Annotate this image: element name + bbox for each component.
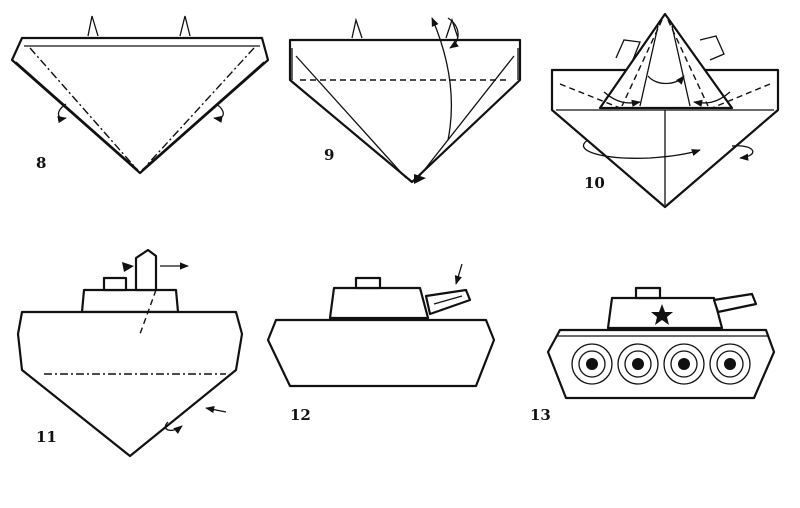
step-11-hatch — [102, 276, 128, 292]
step-13-wheel-3 — [663, 343, 705, 385]
step-9-diagram: 9 — [288, 17, 522, 184]
step-10-right-loop-arrow — [731, 145, 754, 161]
step-9-right-tab — [445, 17, 459, 39]
step-10-right-ear — [699, 35, 725, 61]
step-9-fold-up-arrow — [431, 17, 453, 141]
step-8-paper-shape — [10, 36, 270, 175]
step-13-star-icon — [651, 304, 673, 325]
step-12-hull — [266, 318, 496, 388]
step-8-left-fold-line — [29, 47, 135, 167]
step-8-right-edge-line — [141, 61, 265, 171]
step-10-left-ear — [615, 39, 641, 63]
step-10-left-fold-arrow — [603, 91, 641, 107]
step-12-turret — [328, 286, 430, 320]
step-11-corner-fold-arrow — [164, 421, 183, 434]
step-11-flap-crease — [139, 289, 157, 335]
step-10-left-dash-fold — [559, 83, 621, 109]
step-9-left-inner-line — [295, 55, 407, 179]
step-8-left-tab — [87, 15, 99, 37]
step-9-label: 9 — [324, 146, 334, 164]
step-11-small-arrow — [122, 262, 134, 272]
step-10-turret-left-dash — [621, 19, 663, 107]
step-13-wheel-4 — [709, 343, 751, 385]
step-11-turret-base — [80, 288, 180, 314]
step-12-diagram: 12 — [266, 263, 496, 424]
step-12-label: 12 — [290, 406, 311, 424]
step-8-left-edge-line — [15, 61, 139, 171]
step-13-hatch — [634, 286, 662, 300]
step-8-label: 8 — [36, 154, 46, 172]
step-10-turret-triangle — [598, 12, 734, 110]
step-11-barrel-flap — [134, 248, 158, 292]
step-10-turret-left-inner — [639, 25, 659, 107]
step-13-wheel-2 — [617, 343, 659, 385]
step-10-right-dash-fold — [711, 83, 771, 109]
step-10-turret-right-inner — [671, 25, 691, 107]
step-9-paper-shape — [288, 38, 522, 184]
step-10-label: 10 — [584, 174, 605, 192]
step-8-left-fold-arrow — [57, 103, 67, 124]
step-10-right-fold-arrow — [693, 91, 731, 107]
step-9-bottom-arrow — [414, 174, 426, 184]
step-8-right-fold-line — [145, 47, 255, 167]
step-12-barrel — [424, 288, 472, 316]
step-13-diagram: 13 — [530, 286, 776, 424]
step-10-turn-arrow — [647, 75, 685, 85]
step-13-barrel — [712, 292, 758, 314]
step-8-right-tab — [179, 15, 191, 37]
step-12-fold-arrow — [454, 263, 463, 285]
step-13-hull — [546, 328, 776, 400]
step-10-turret-right-dash — [667, 19, 709, 107]
step-13-label: 13 — [530, 406, 551, 424]
step-11-label: 11 — [36, 428, 57, 446]
step-10-diagram: 10 — [550, 12, 780, 209]
step-9-right-inner-line — [417, 55, 515, 179]
step-13-wheel-1 — [571, 343, 613, 385]
step-8-right-fold-arrow — [213, 103, 224, 123]
step-12-hatch — [354, 276, 382, 290]
step-9-left-tab — [351, 17, 363, 39]
step-11-paper-body — [16, 310, 244, 458]
step-8-diagram: 8 — [10, 15, 270, 175]
step-11-diagram: 11 — [16, 248, 244, 458]
step-10-mountain-fold-arrow — [582, 139, 701, 159]
step-9-turn-arrow — [447, 17, 459, 49]
step-12-barrel-crease — [433, 295, 463, 305]
step-11-bottom-arrow — [205, 406, 227, 414]
